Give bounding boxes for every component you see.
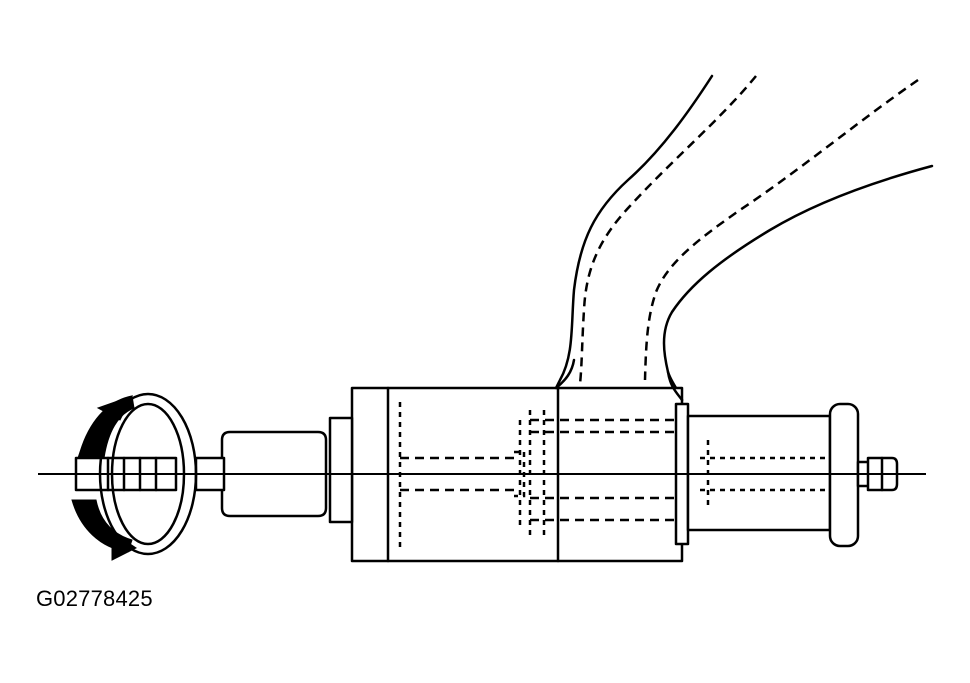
hose-outer-wall-right	[662, 164, 934, 402]
hose-outer-wall-left	[554, 74, 714, 390]
hose-outlet-collar	[554, 358, 684, 402]
hose-inner-wall-right	[643, 78, 919, 381]
curved-rotation-arrows-icon	[71, 395, 137, 561]
figure-id-label: G02778425	[36, 586, 153, 611]
hose-inner-wall-left	[578, 75, 757, 385]
left-collar	[328, 416, 354, 524]
